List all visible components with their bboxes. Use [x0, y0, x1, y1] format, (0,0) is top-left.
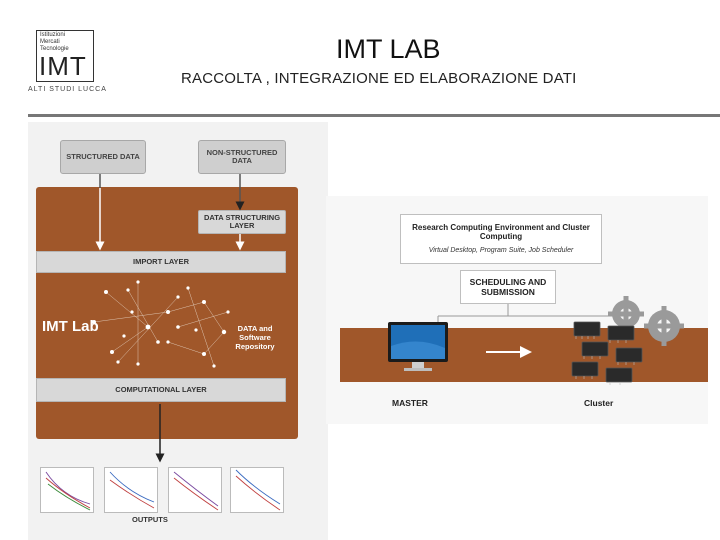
- research-environment-box: Research Computing Environment and Clust…: [400, 214, 602, 264]
- import-layer: IMPORT LAYER: [36, 251, 286, 273]
- logo-line: Tecnologie: [40, 46, 69, 52]
- master-label: MASTER: [392, 398, 428, 408]
- output-plot-overlay: [45, 469, 281, 511]
- cluster-graphics: [388, 296, 684, 385]
- master-monitor-icon: [388, 322, 448, 371]
- computational-layer: COMPUTATIONAL LAYER: [36, 378, 286, 402]
- imt-lab-label: IMT Lab: [42, 318, 99, 335]
- cluster-computing-diagram: Research Computing Environment and Clust…: [326, 196, 708, 424]
- imt-logo: Istituzioni Mercati Tecnologie IMT ALTI …: [28, 28, 106, 94]
- scheduling-box: SCHEDULING AND SUBMISSION: [460, 270, 556, 304]
- data-pipeline-diagram: STRUCTURED DATA NON-STRUCTURED DATA DATA…: [28, 122, 328, 540]
- network-illustration: [93, 282, 229, 367]
- environment-subtitle: Virtual Desktop, Program Suite, Job Sche…: [428, 247, 574, 254]
- repository-label: DATA and Software Repository: [235, 324, 275, 351]
- logo-line: Istituzioni: [40, 32, 66, 38]
- logo-frame: [36, 30, 94, 82]
- environment-title: Research Computing Environment and Clust…: [412, 223, 590, 241]
- structured-data-box: STRUCTURED DATA: [60, 140, 146, 174]
- page-title: IMT LAB: [336, 34, 441, 64]
- network-nodes: [92, 280, 230, 368]
- logo-lines: Istituzioni Mercati Tecnologie: [40, 32, 69, 53]
- logo-text: IMT: [39, 51, 87, 81]
- logo-line: Mercati: [40, 39, 60, 45]
- page-subtitle: RACCOLTA , INTEGRAZIONE ED ELABORAZIONE …: [181, 70, 577, 87]
- logo-city: ALTI STUDI LUCCA: [28, 86, 107, 93]
- outputs-label: OUTPUTS: [132, 515, 168, 524]
- data-structuring-layer: DATA STRUCTURING LAYER: [198, 210, 286, 234]
- cluster-label: Cluster: [584, 398, 614, 408]
- cluster-nodes-icon: [571, 321, 643, 385]
- non-structured-data-box: NON-STRUCTURED DATA: [198, 140, 286, 174]
- output-thumbnail: [230, 467, 284, 513]
- header-divider: [28, 114, 720, 117]
